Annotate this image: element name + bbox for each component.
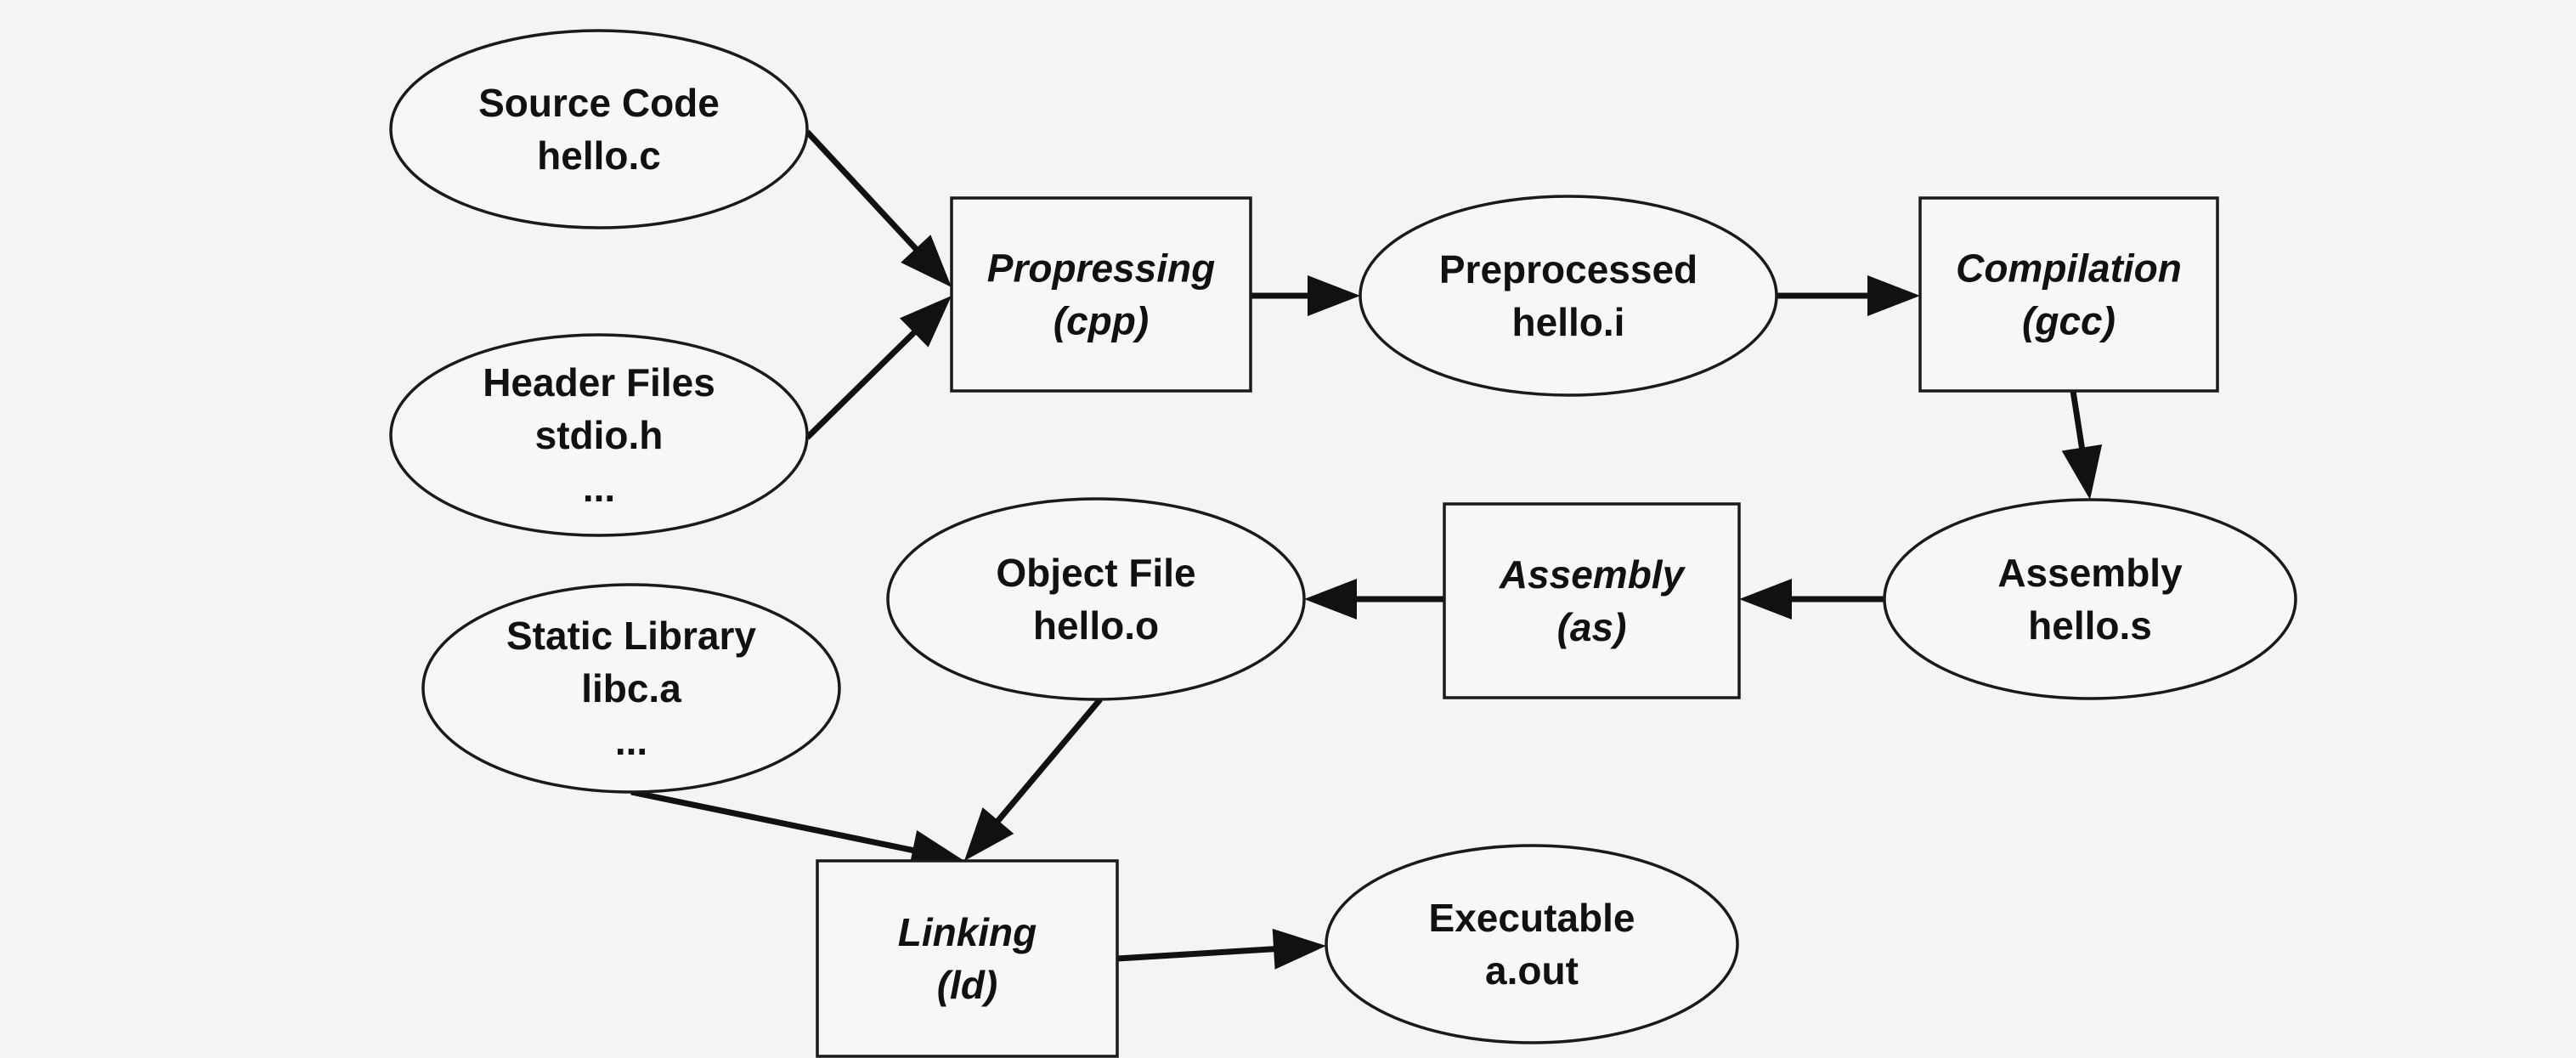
edge-object-to-linking [964, 697, 1103, 861]
node-label: Executable [1429, 896, 1635, 940]
arrowhead-icon [1739, 579, 1792, 620]
arrowhead-icon [1304, 579, 1357, 620]
edge-assembly-s-to-assembly-as [1739, 579, 1884, 620]
edge-line [630, 789, 917, 854]
node-linking: Linking (ld) [816, 859, 1119, 1058]
node-assembly-as: Assembly (as) [1443, 502, 1741, 699]
node-ellipse [389, 29, 809, 229]
node-box [950, 196, 1252, 393]
node-label: stdio.h [535, 413, 664, 457]
node-label: libc.a [581, 666, 681, 710]
node-label: Propressing [987, 246, 1215, 291]
node-label: (ld) [937, 963, 998, 1007]
node-ellipse [1359, 195, 1778, 397]
node-label: Compilation [1956, 246, 2182, 291]
node-label: (gcc) [2022, 299, 2116, 343]
node-label: hello.i [1512, 300, 1625, 344]
node-label: Object File [996, 551, 1195, 595]
arrowhead-icon [1272, 928, 1326, 970]
node-label: Source Code [478, 81, 720, 125]
edge-source-to-preprocessing [805, 129, 952, 287]
node-source: Source Code hello.c [389, 29, 809, 229]
edge-compilation-to-assembly-s [2061, 390, 2103, 500]
node-ellipse [1325, 844, 1739, 1044]
edge-preprocessed-to-compilation [1777, 275, 1920, 316]
node-label: Linking [898, 910, 1037, 954]
node-label: hello.o [1033, 603, 1159, 648]
edges-layer [630, 129, 2103, 970]
node-ellipse [1883, 498, 2297, 700]
arrowhead-icon [1308, 275, 1360, 316]
edge-assembly-as-to-object [1304, 579, 1444, 620]
edge-line [1116, 946, 1278, 962]
arrowhead-icon [901, 235, 952, 287]
arrowhead-icon [1867, 275, 1920, 316]
edge-preprocessing-to-preprocessed [1251, 275, 1360, 316]
node-box [816, 859, 1119, 1058]
node-preprocessed: Preprocessed hello.i [1359, 195, 1778, 397]
node-ellipse [886, 497, 1306, 701]
node-label: Static Library [506, 614, 756, 658]
node-compilation: Compilation (gcc) [1918, 196, 2219, 393]
edge-line [805, 328, 919, 440]
edge-line [993, 697, 1103, 825]
node-label: Assembly [1499, 552, 1686, 597]
node-label: Preprocessed [1439, 247, 1698, 291]
edge-line [805, 129, 921, 253]
arrowhead-icon [964, 807, 1014, 861]
node-ellipse [389, 333, 809, 537]
edge-linking-to-executable [1116, 928, 1326, 970]
node-ellipse [421, 583, 841, 794]
node-static-lib: Static Library libc.a... [421, 583, 841, 794]
node-label: hello.s [2028, 603, 2152, 648]
node-object: Object File hello.o [886, 497, 1306, 701]
node-header: Header Files stdio.h... [389, 333, 809, 537]
node-preprocessing: Propressing (cpp) [950, 196, 1252, 393]
node-label: (as) [1557, 605, 1627, 649]
node-label: Assembly [1997, 551, 2183, 595]
node-label: ... [583, 466, 615, 510]
arrowhead-icon [899, 296, 952, 348]
node-label: hello.c [537, 133, 661, 178]
node-box [1918, 196, 2219, 393]
node-box [1443, 502, 1741, 699]
arrowhead-icon [2061, 444, 2103, 500]
node-executable: Executable a.out [1325, 844, 1739, 1044]
node-assembly-s: Assembly hello.s [1883, 498, 2297, 700]
edge-line [2070, 390, 2086, 452]
node-label: a.out [1485, 948, 1579, 993]
node-label: ... [615, 719, 647, 763]
node-label: (cpp) [1054, 299, 1149, 343]
edge-header-to-preprocessing [805, 296, 952, 440]
node-label: Header Files [483, 360, 715, 405]
